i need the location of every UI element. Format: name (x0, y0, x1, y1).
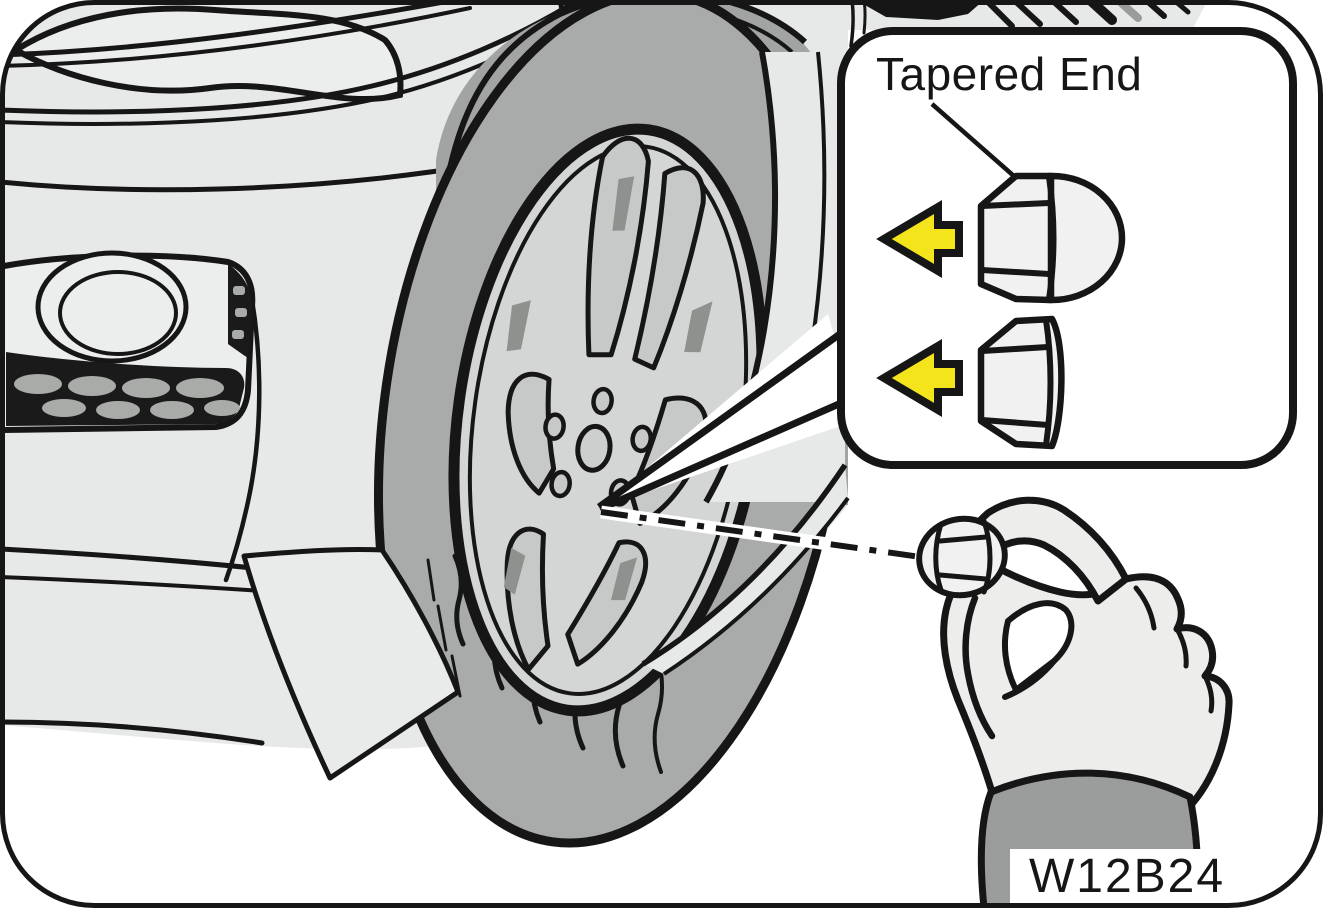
knuckle-line (1133, 585, 1157, 631)
grille-corner-dashes (232, 286, 247, 339)
axis-dash-line (600, 505, 929, 565)
lug-holes (543, 386, 654, 507)
leader-lines (596, 314, 858, 513)
figure-code-label: W12B24 (1029, 850, 1225, 903)
callout-leader-line (930, 102, 1017, 179)
lug-nut-bottom (977, 315, 1065, 450)
grille-mesh-cells (14, 374, 240, 419)
knuckle-line (1174, 626, 1189, 669)
arrow-left-icon (876, 338, 963, 418)
beltline-line (3, 3, 581, 115)
spoke-accents (503, 176, 713, 601)
hood-seam-line (3, 3, 458, 58)
rim-spokes (503, 135, 713, 672)
headlight-outline (10, 5, 404, 103)
spoke-windows (504, 135, 709, 672)
middle-finger-line (1002, 658, 1057, 700)
knuckle-line (1202, 673, 1215, 714)
hand: W12B24 (916, 496, 1244, 905)
rocker-panel (641, 463, 850, 676)
fog-lamp-assembly (3, 250, 256, 433)
lug-nut-top-hex (977, 172, 1055, 304)
arrow-left-icon (876, 199, 963, 279)
fog-lamp-lens-inner (58, 270, 178, 356)
hood-seam-line2 (3, 6, 472, 68)
figure-code-plate (1010, 849, 1244, 903)
bumper-bottom-line (3, 719, 265, 746)
lug-nut-top (977, 172, 1126, 304)
mud-flap (241, 546, 461, 781)
leader-line-upper (596, 331, 843, 510)
thumb-line (962, 594, 996, 740)
wheel-rim (448, 123, 768, 717)
finger-gap (1001, 600, 1075, 693)
leader-line-lower (598, 396, 850, 513)
tapered-end-label: Tapered End (876, 48, 1142, 100)
hub-cap (575, 423, 613, 473)
callout-box: Tapered End (837, 27, 1297, 469)
lug-nut-in-hand (916, 515, 1008, 599)
bumper-corner-line (223, 297, 262, 583)
